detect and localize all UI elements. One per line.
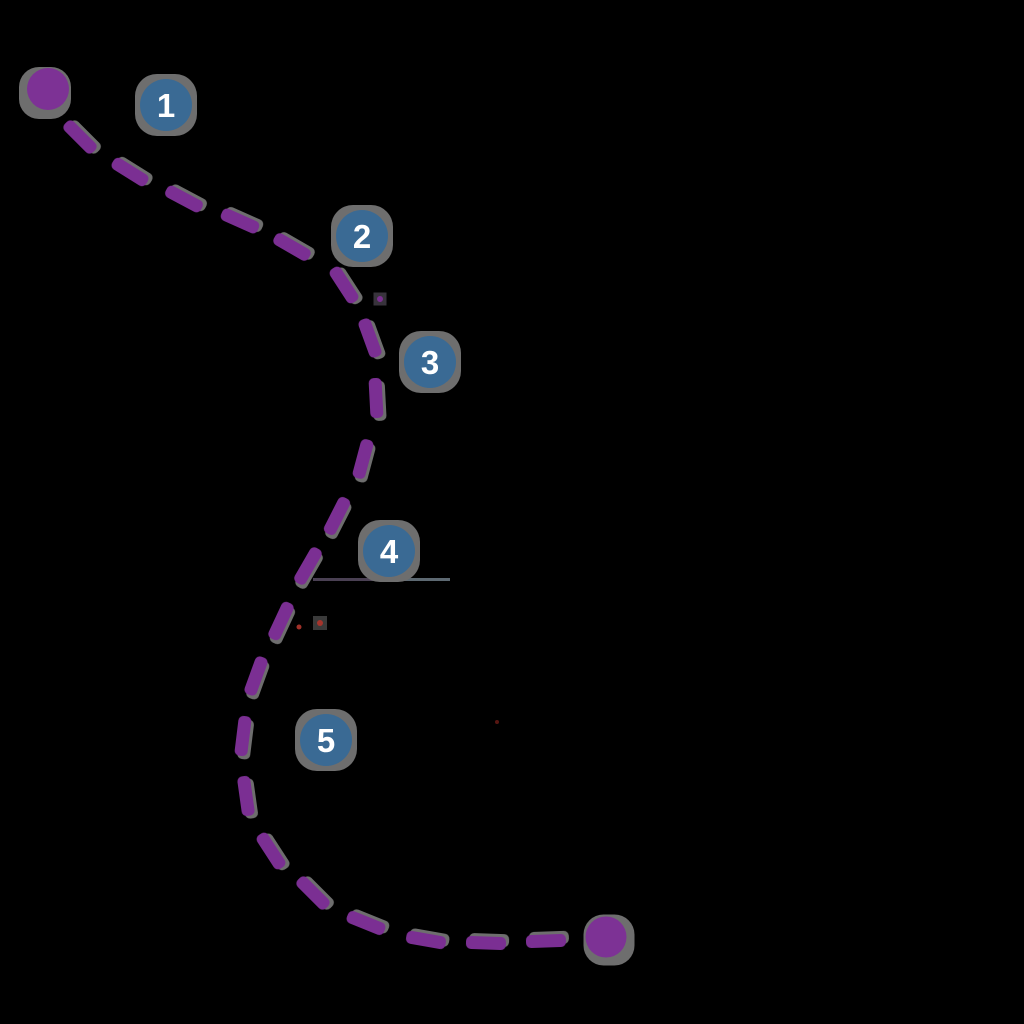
step-badge-5[interactable]: 5 bbox=[300, 714, 352, 766]
underline-right-segment bbox=[379, 578, 450, 581]
underline-left-segment bbox=[313, 578, 379, 581]
red-speck-boxed bbox=[317, 620, 323, 626]
step-badge-3[interactable]: 3 bbox=[404, 336, 456, 388]
route-start-dot bbox=[27, 68, 69, 110]
step-badge-4[interactable]: 4 bbox=[363, 525, 415, 577]
purple-speck-boxed bbox=[377, 296, 383, 302]
red-speck-faint bbox=[495, 720, 499, 724]
step-badge-1[interactable]: 1 bbox=[140, 79, 192, 131]
step-badge-2[interactable]: 2 bbox=[336, 210, 388, 262]
red-speck bbox=[296, 624, 302, 630]
route-end-dot bbox=[585, 916, 627, 958]
